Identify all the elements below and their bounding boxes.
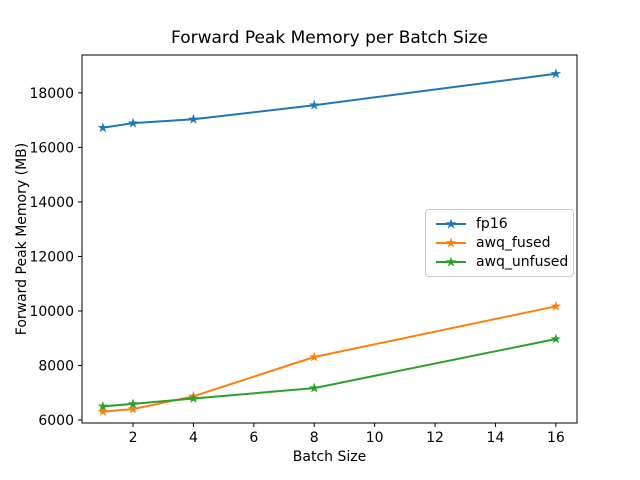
- series-line-awq_unfused: [101, 338, 557, 408]
- data-point-star-icon: [127, 117, 139, 128]
- data-point-star-icon: [309, 351, 320, 362]
- x-tick-label: 8: [310, 430, 319, 446]
- data-point-star-icon: [188, 113, 199, 124]
- y-tick-label: 14000: [29, 195, 74, 211]
- data-point-star-icon: [127, 398, 139, 409]
- legend: fp16 awq_fused awq_unfused: [425, 209, 574, 277]
- chart-title: Forward Peak Memory per Batch Size: [171, 28, 488, 48]
- legend-line-star-icon: [436, 218, 466, 229]
- legend-line-star-icon: [436, 237, 466, 248]
- legend-line-star-icon: [436, 256, 466, 267]
- legend-item-awq-unfused: awq_unfused: [434, 254, 569, 270]
- y-tick-label: 12000: [29, 249, 74, 265]
- data-point-star-icon: [550, 300, 562, 311]
- x-tick-label: 12: [426, 430, 444, 446]
- data-point-star-icon: [550, 68, 562, 79]
- legend-star-icon: [445, 218, 457, 229]
- axes-frame: [81, 54, 578, 424]
- data-point-star-icon: [97, 400, 109, 411]
- y-tick-label: 10000: [29, 304, 74, 320]
- series-line-fp16: [101, 72, 557, 129]
- x-tick-label: 10: [366, 430, 384, 446]
- legend-star-icon: [445, 237, 457, 248]
- legend-label: fp16: [476, 216, 508, 232]
- legend-label: awq_unfused: [476, 254, 569, 270]
- x-tick-label: 6: [249, 430, 258, 446]
- y-tick-label: 18000: [29, 86, 74, 102]
- x-tick-label: 2: [129, 430, 138, 446]
- y-tick-label: 6000: [38, 413, 74, 429]
- y-tick-label: 16000: [29, 140, 74, 156]
- data-point-star-icon: [97, 122, 109, 133]
- data-point-star-icon: [188, 392, 199, 403]
- series-line-awq_fused: [101, 305, 557, 413]
- data-point-star-icon: [550, 333, 562, 344]
- legend-label: awq_fused: [476, 235, 551, 251]
- legend-item-fp16: fp16: [434, 217, 567, 231]
- y-tick-label: 8000: [38, 358, 74, 374]
- x-tick-label: 16: [547, 430, 565, 446]
- data-point-star-icon: [127, 403, 139, 414]
- data-point-star-icon: [309, 99, 320, 110]
- x-tick-label: 4: [189, 430, 198, 446]
- data-point-star-icon: [309, 382, 320, 393]
- x-tick-label: 14: [487, 430, 505, 446]
- legend-star-icon: [445, 256, 457, 267]
- x-axis-label: Batch Size: [292, 449, 367, 465]
- legend-item-awq-fused: awq_fused: [434, 236, 567, 250]
- data-point-star-icon: [97, 406, 109, 416]
